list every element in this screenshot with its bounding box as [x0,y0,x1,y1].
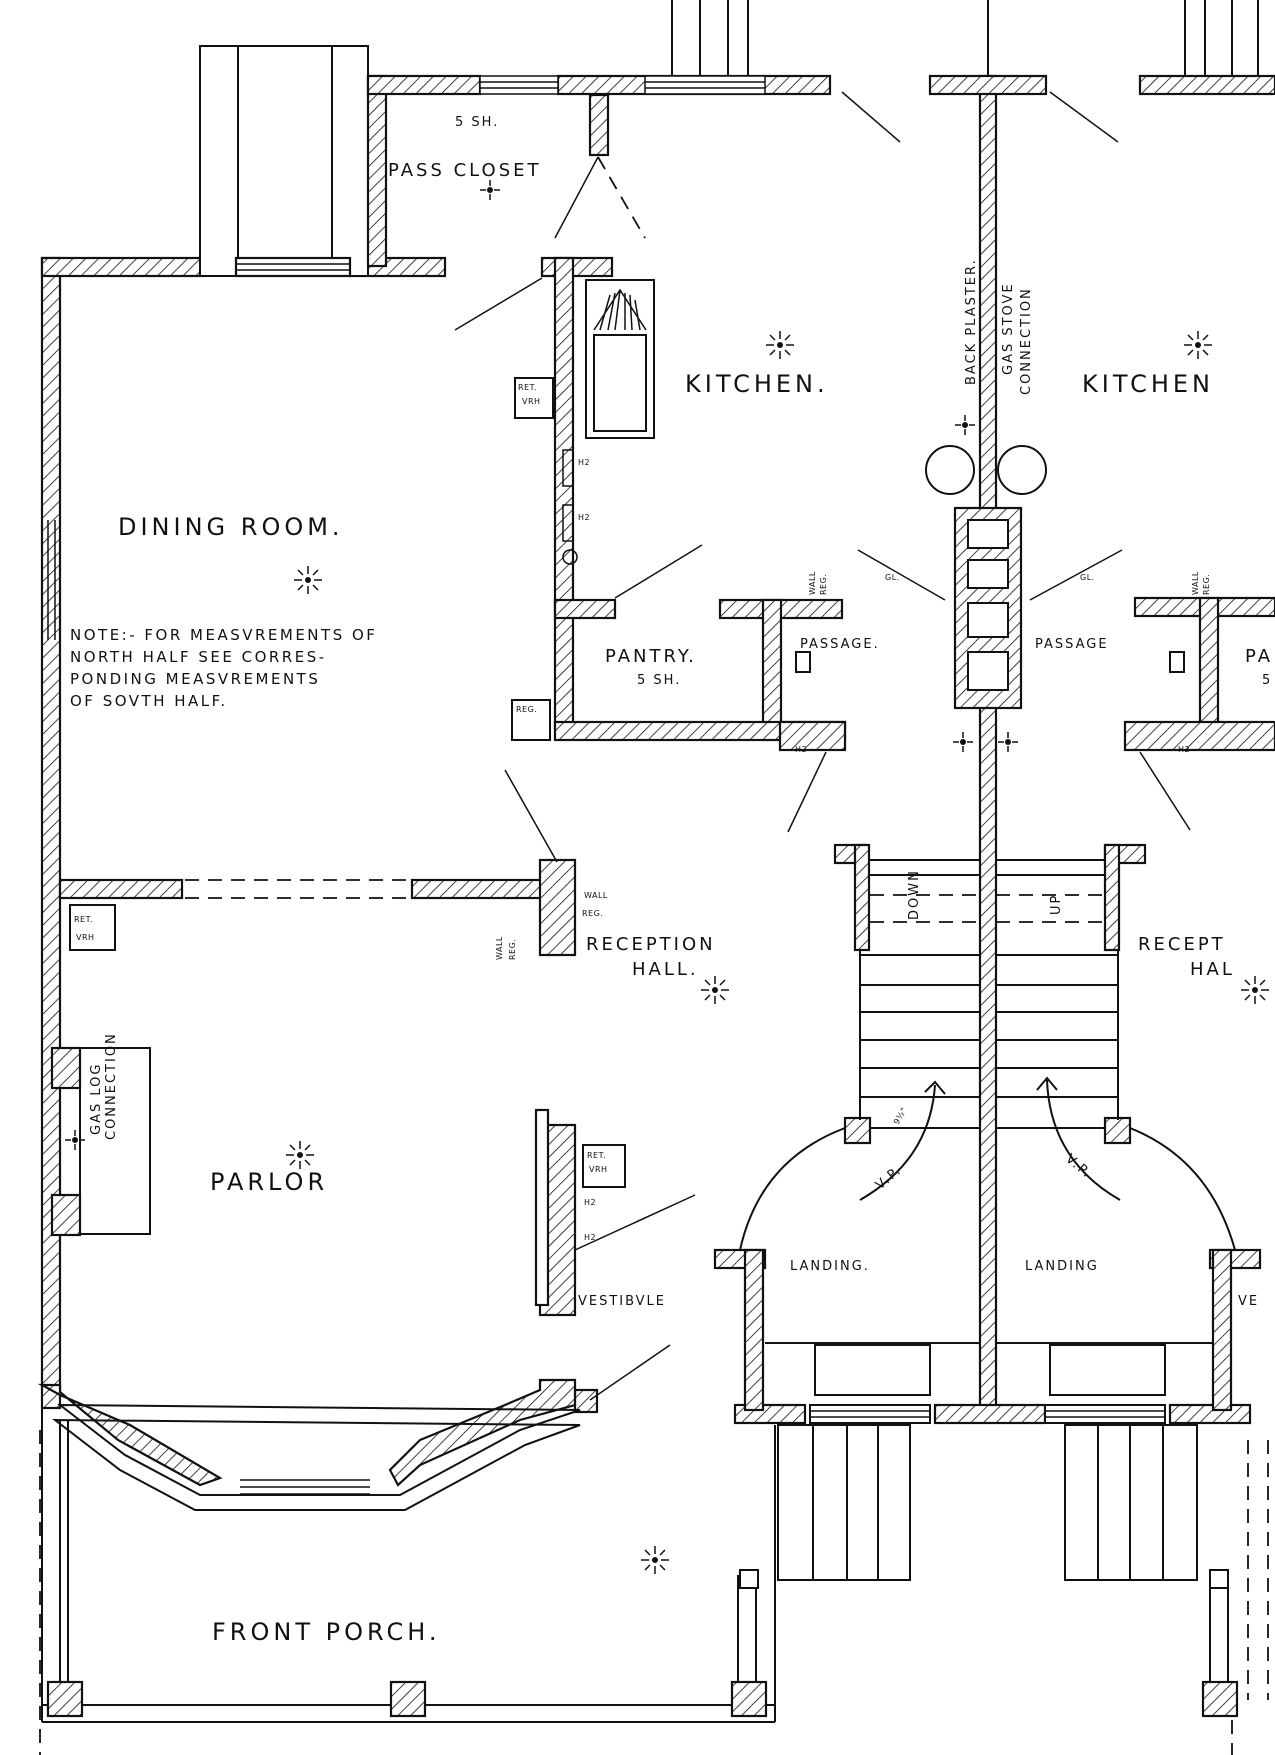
h2-e: H2 [795,745,807,754]
reception-south-line2: HALL. [632,959,699,980]
rear-extensions [671,0,1259,76]
reception-north-line1: RECEPT [1138,934,1226,955]
ret-vrh-dining: RET. [518,383,537,392]
stair-down: DOWN [907,869,922,920]
wall-reg-south-2: REG. [819,574,828,595]
room-labels: DINING ROOM. KITCHEN. KITCHEN PARLOR REC… [118,160,1273,1646]
h2-c: H2 [584,1198,596,1207]
pantry-size: 5 SH. [637,673,681,688]
back-plaster-label: BACK PLASTER. [964,258,979,385]
wall-reg-north-2: REG. [1202,574,1211,595]
pass-closet-label: PASS CLOSET [388,160,542,181]
wall-reg-north: WALL [1191,571,1200,595]
pantry-label: PANTRY. [605,646,697,667]
h2-d: H2 [584,1233,596,1242]
h2-b: H2 [578,513,590,522]
gas-stove-label-2: CONNECTION [1019,287,1034,395]
closet-size: 5 SH. [455,115,499,130]
parlor-label: PARLOR [210,1168,328,1196]
wall-reg-south: WALL [808,571,817,595]
gas-stove-label-1: GAS STOVE [1001,282,1016,375]
gl-north: GL. [1080,573,1095,582]
h2-f: H2 [1178,745,1190,754]
stair-up: UP [1049,894,1064,915]
reception-north-line2: HAL [1190,959,1235,980]
step-dimension: 9½" [892,1106,909,1126]
annotations: 5 SH. 5 SH. 5 NOTE:- FOR MEASVREMENTS OF… [70,115,1272,1242]
landing-south-label: LANDING. [790,1259,870,1274]
door-swings [47,91,1191,1401]
gas-log-label-1: GAS LOG [89,1063,104,1135]
partial-pantry-north: PA [1245,646,1273,667]
wall-reg-hall: WALL [495,936,504,960]
wall-reg-hall-b2: REG. [582,909,603,918]
note-line-1: NOTE:- FOR MEASVREMENTS OF [70,626,377,644]
light-fixtures [65,180,1269,1574]
note-line-4: OF SOVTH HALF. [70,692,228,710]
landing-north-label: LANDING [1025,1259,1099,1274]
dining-room-label: DINING ROOM. [118,513,344,541]
gas-log-label-2: CONNECTION [104,1032,119,1140]
ret-vrh-vest: RET. [587,1151,606,1160]
kitchen-south-label: KITCHEN. [685,370,829,398]
passage-south-label: PASSAGE. [800,637,880,652]
ret-vrh-parlor-2: VRH [76,933,95,942]
walls [37,45,1275,1511]
note-line-3: PONDING MEASVREMENTS [70,670,320,688]
vestibule-north-label: VE [1238,1294,1259,1309]
partial-size: 5 [1262,673,1272,688]
note-line-2: NORTH HALF SEE CORRES- [70,648,327,666]
passage-north-label: PASSAGE [1035,637,1109,652]
vestibule-south-label: VESTIBVLE [578,1294,666,1309]
front-porch-label: FRONT PORCH. [212,1618,440,1646]
front-porch-structure [39,1420,1269,1755]
ret-vrh-dining-2: VRH [522,397,541,406]
gl-south: GL. [885,573,900,582]
stairs [739,859,1236,1396]
wall-reg-hall-2: REG. [508,939,517,960]
h2-a: H2 [578,458,590,467]
kitchen-north-label: KITCHEN [1082,370,1214,398]
reception-south-line1: RECEPTION [586,934,716,955]
ret-vrh-parlor: RET. [74,915,93,924]
kitchen-fixtures [50,279,1185,1237]
reg-dining: REG. [516,705,537,714]
ret-vrh-vest-2: VRH [589,1165,608,1174]
wall-reg-hall-b: WALL [584,891,608,900]
